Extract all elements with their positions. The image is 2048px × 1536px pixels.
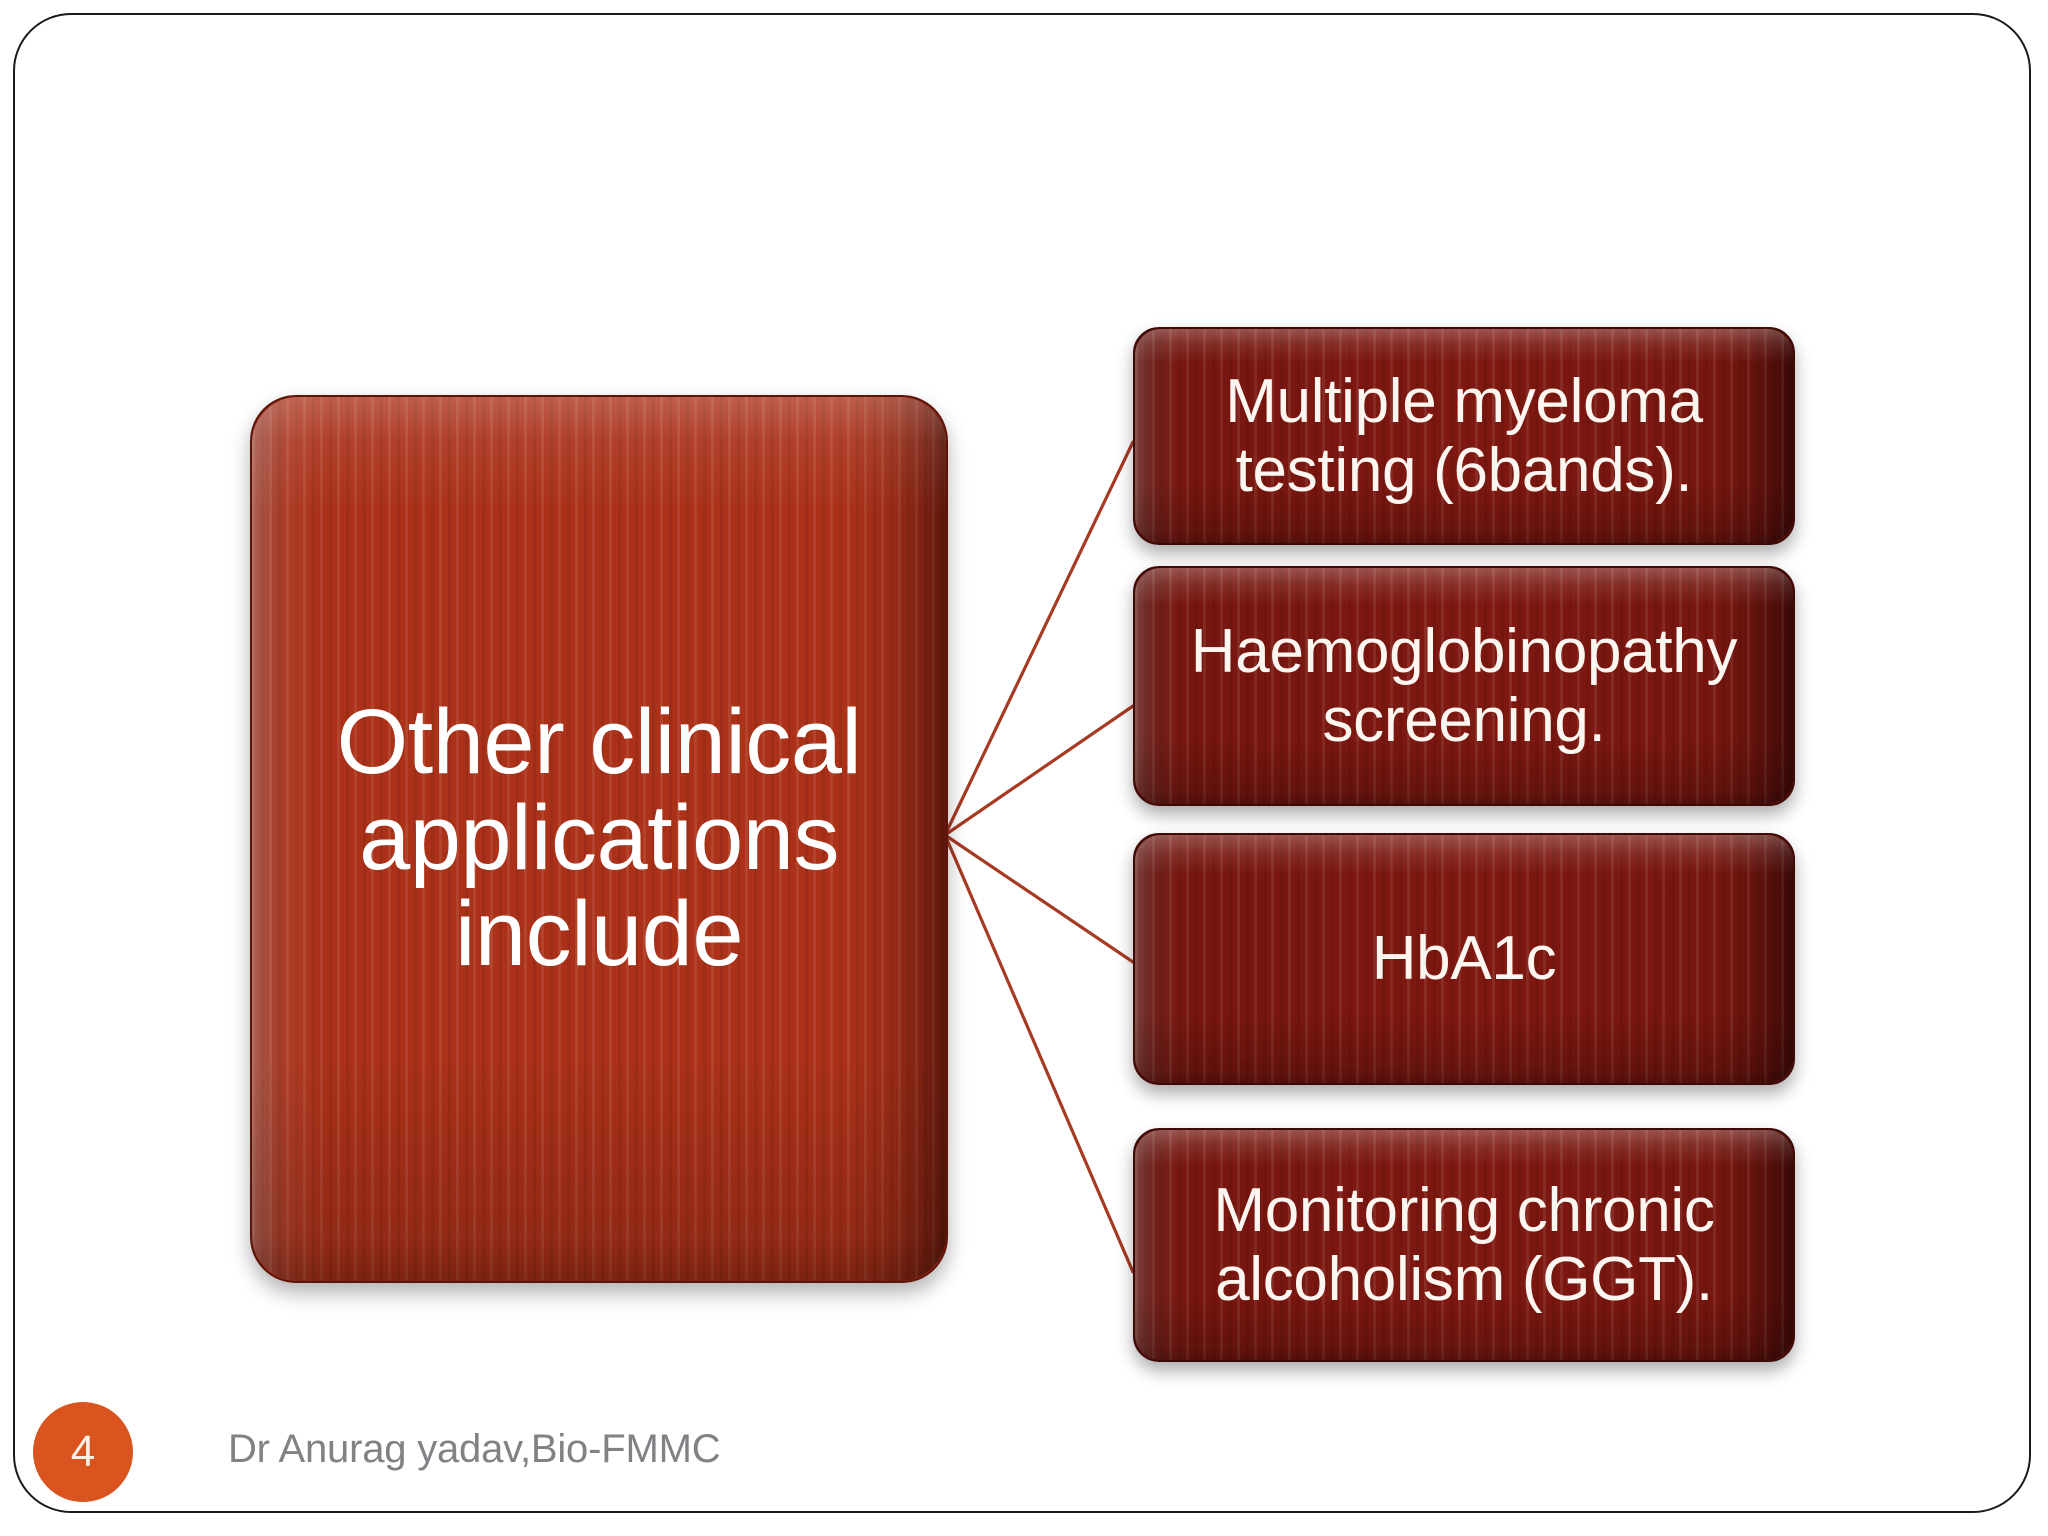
- footer-attribution: Dr Anurag yadav,Bio-FMMC: [228, 1427, 721, 1471]
- connector-line-3: [943, 833, 1135, 964]
- branch-box-multiple-myeloma[interactable]: Multiple myeloma testing (6bands).: [1133, 327, 1795, 545]
- branch-box-chronic-alcoholism[interactable]: Monitoring chronic alcoholism (GGT).: [1133, 1128, 1795, 1362]
- page-number-badge: 4: [33, 1402, 133, 1502]
- branch-box-haemoglobinopathy[interactable]: Haemoglobinopathy screening.: [1133, 566, 1795, 806]
- branch-label: Monitoring chronic alcoholism (GGT).: [1213, 1175, 1715, 1314]
- branch-label: Multiple myeloma testing (6bands).: [1225, 366, 1703, 505]
- branch-box-hba1c[interactable]: HbA1c: [1133, 833, 1795, 1085]
- main-concept-label: Other clinical applications include: [336, 691, 862, 985]
- connector-line-1: [943, 440, 1135, 837]
- main-concept-box[interactable]: Other clinical applications include: [250, 395, 948, 1283]
- branch-label: Haemoglobinopathy screening.: [1190, 616, 1738, 755]
- connector-line-4: [943, 833, 1135, 1274]
- branch-label: HbA1c: [1371, 924, 1557, 994]
- connector-line-2: [943, 704, 1135, 837]
